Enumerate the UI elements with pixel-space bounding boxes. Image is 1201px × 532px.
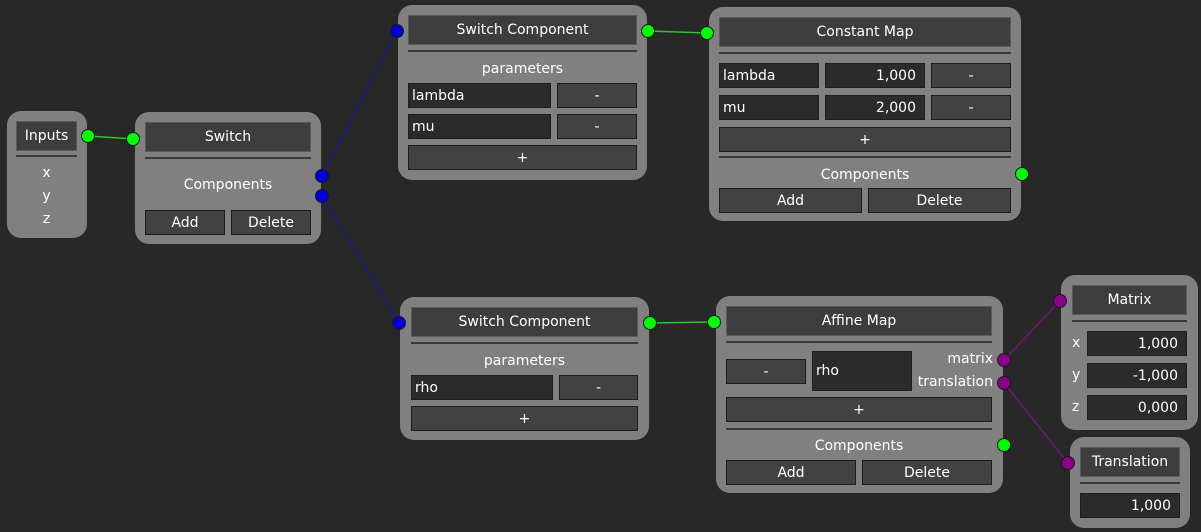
affine-map-delete-button[interactable]: Delete xyxy=(862,460,992,485)
inputs-node-title: Inputs xyxy=(16,121,77,151)
matrix-node-title: Matrix xyxy=(1072,285,1187,315)
affine-map-input-port[interactable] xyxy=(707,315,721,329)
constant-map-output-port[interactable] xyxy=(1015,167,1029,181)
matrix-y-label: y xyxy=(1072,367,1081,383)
matrix-x-label: x xyxy=(1072,335,1081,351)
constant-map-add-button[interactable]: Add xyxy=(719,188,862,213)
affine-map-title: Affine Map xyxy=(726,306,992,336)
param-lambda-field[interactable]: lambda xyxy=(408,83,551,108)
input-y-label: y xyxy=(42,188,51,204)
translation-node[interactable]: Translation 1,000 xyxy=(1070,437,1190,528)
affine-remove-param-button[interactable]: - xyxy=(726,359,806,384)
constant-map-node[interactable]: Constant Map lambda 1,000 - mu 2,000 - +… xyxy=(709,7,1021,221)
constant-mu-name-field[interactable]: mu xyxy=(719,95,819,120)
switch-component-2-divider xyxy=(411,342,638,344)
constant-lambda-remove-button[interactable]: - xyxy=(931,63,1011,88)
inputs-node[interactable]: Inputs x y z xyxy=(7,111,87,238)
wire-component-1-to-constant-map xyxy=(647,30,708,34)
switch-component-2-node[interactable]: Switch Component parameters rho - + xyxy=(400,297,649,440)
constant-map-input-port[interactable] xyxy=(700,26,714,40)
switch-node-divider xyxy=(145,157,311,159)
matrix-z-label: z xyxy=(1072,399,1080,415)
inputs-node-divider xyxy=(16,155,77,157)
switch-component-2-parameters-label: parameters xyxy=(483,353,566,369)
affine-map-divider-bottom xyxy=(726,428,992,430)
wire-switch-to-component-2 xyxy=(321,195,400,324)
switch-add-button[interactable]: Add xyxy=(145,210,225,235)
matrix-x-field[interactable]: 1,000 xyxy=(1087,331,1187,356)
switch-output-port-1[interactable] xyxy=(315,169,329,183)
wire-inputs-to-switch xyxy=(87,135,134,140)
param-mu-remove-button[interactable]: - xyxy=(557,114,637,139)
switch-component-2-input-port[interactable] xyxy=(392,316,406,330)
param-mu-field[interactable]: mu xyxy=(408,114,551,139)
matrix-y-field[interactable]: -1,000 xyxy=(1087,363,1187,388)
constant-lambda-name-field[interactable]: lambda xyxy=(719,63,819,88)
constant-map-divider-top xyxy=(719,52,1011,54)
constant-map-components-label: Components xyxy=(820,167,910,183)
switch-components-label: Components xyxy=(183,177,273,193)
constant-map-title: Constant Map xyxy=(719,17,1011,47)
param-rho-remove-button[interactable]: - xyxy=(559,375,638,400)
translation-node-title: Translation xyxy=(1080,447,1180,477)
inputs-output-port[interactable] xyxy=(81,129,95,143)
affine-map-components-label: Components xyxy=(814,438,904,454)
switch-component-2-output-port[interactable] xyxy=(643,316,657,330)
affine-map-node[interactable]: Affine Map - rho matrix translation + Co… xyxy=(716,296,1003,493)
switch-component-1-node[interactable]: Switch Component parameters lambda - mu … xyxy=(398,5,647,180)
matrix-input-port[interactable] xyxy=(1053,294,1067,308)
constant-map-add-param-button[interactable]: + xyxy=(719,127,1011,152)
input-x-label: x xyxy=(42,165,51,181)
switch-node-title: Switch xyxy=(145,122,311,152)
affine-matrix-label: matrix xyxy=(947,351,993,367)
matrix-node[interactable]: Matrix x 1,000 y -1,000 z 0,000 xyxy=(1061,275,1198,430)
affine-translation-output-port[interactable] xyxy=(997,376,1011,390)
translation-value-field[interactable]: 1,000 xyxy=(1080,493,1180,518)
switch-component-2-add-param-button[interactable]: + xyxy=(411,406,638,431)
constant-map-divider-bottom xyxy=(719,156,1011,158)
param-lambda-remove-button[interactable]: - xyxy=(557,83,637,108)
translation-node-divider xyxy=(1080,482,1180,484)
wire-translation-to-translation-node xyxy=(1003,382,1069,464)
switch-component-1-title: Switch Component xyxy=(408,15,637,45)
matrix-node-divider xyxy=(1072,320,1187,322)
wire-switch-to-component-1 xyxy=(321,30,398,177)
switch-node[interactable]: Switch Components Add Delete xyxy=(135,112,321,244)
switch-component-1-parameters-label: parameters xyxy=(481,61,564,77)
translation-input-port[interactable] xyxy=(1061,456,1075,470)
matrix-z-field[interactable]: 0,000 xyxy=(1087,395,1187,420)
switch-delete-button[interactable]: Delete xyxy=(231,210,311,235)
affine-map-components-output-port[interactable] xyxy=(997,438,1011,452)
affine-translation-label: translation xyxy=(917,374,993,390)
switch-component-1-output-port[interactable] xyxy=(641,24,655,38)
affine-map-divider-top xyxy=(726,341,992,343)
wire-matrix-to-matrix-node xyxy=(1003,300,1061,361)
input-z-label: z xyxy=(42,211,51,227)
param-rho-field[interactable]: rho xyxy=(411,375,553,400)
constant-map-delete-button[interactable]: Delete xyxy=(868,188,1011,213)
switch-component-1-divider xyxy=(408,50,637,52)
switch-output-port-2[interactable] xyxy=(315,189,329,203)
switch-component-1-add-param-button[interactable]: + xyxy=(408,145,637,170)
affine-map-add-button[interactable]: Add xyxy=(726,460,856,485)
affine-param-rho-field[interactable]: rho xyxy=(812,351,912,391)
constant-lambda-value-field[interactable]: 1,000 xyxy=(825,63,925,88)
switch-component-2-title: Switch Component xyxy=(411,307,638,337)
constant-mu-remove-button[interactable]: - xyxy=(931,95,1011,120)
switch-input-port[interactable] xyxy=(126,132,140,146)
wire-component-2-to-affine-map xyxy=(649,321,715,324)
affine-map-add-param-button[interactable]: + xyxy=(726,397,992,422)
affine-matrix-output-port[interactable] xyxy=(997,353,1011,367)
switch-component-1-input-port[interactable] xyxy=(390,24,404,38)
constant-mu-value-field[interactable]: 2,000 xyxy=(825,95,925,120)
